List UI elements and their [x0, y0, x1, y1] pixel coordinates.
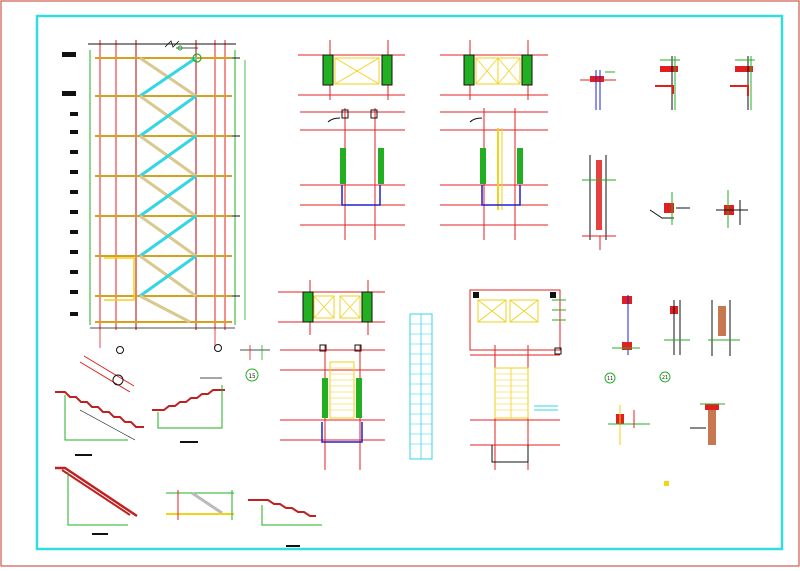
- stair-detail-d: [166, 490, 234, 520]
- node-detail-2: [655, 56, 680, 110]
- stair-detail-e: [248, 499, 322, 547]
- stair-plan-2: [440, 40, 548, 240]
- node-detail-6: [716, 190, 748, 228]
- node-detail-10: [608, 405, 650, 445]
- node-detail-1: [580, 70, 616, 110]
- detail-callout-15: 15: [240, 345, 270, 382]
- stair-plan-3: [278, 280, 385, 470]
- stair-detail-c: [55, 466, 138, 535]
- callout-label-21: 21: [662, 375, 668, 381]
- stair-detail-a: [55, 355, 144, 456]
- node-detail-9: [708, 300, 740, 356]
- callout-label-15: 15: [248, 373, 256, 380]
- callout-label-11: 11: [607, 376, 613, 382]
- stair-tread-schedule: [409, 313, 433, 460]
- stair-detail-b: [152, 377, 225, 443]
- node-detail-5: [649, 192, 690, 225]
- node-detail-11: [690, 403, 725, 445]
- stair-plan-4: [469, 289, 566, 470]
- node-detail-3: [730, 56, 755, 110]
- note-marker: [664, 481, 669, 486]
- inner-border: [35, 14, 784, 551]
- stair-section-elevation: [62, 40, 246, 354]
- stair-plan-1: [298, 40, 405, 240]
- node-detail-4: [582, 155, 616, 250]
- node-detail-7: 11: [604, 295, 640, 384]
- node-detail-8: 21: [659, 300, 690, 383]
